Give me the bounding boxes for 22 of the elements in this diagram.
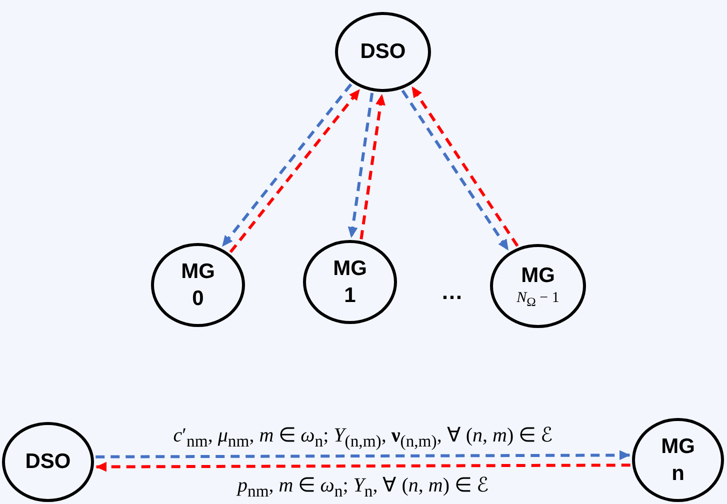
dashed-arrow (401, 90, 510, 252)
dashed-arrow (360, 94, 386, 240)
dashed-arrow (410, 86, 519, 247)
node-label: MG 0 (180, 258, 216, 312)
node-ellipse (151, 243, 245, 327)
node-label: MG n (660, 434, 696, 487)
node-ellipse (2, 422, 94, 502)
ellipsis-label: … (441, 279, 463, 305)
node-label: DSO (25, 449, 71, 476)
node-ellipse (632, 418, 724, 502)
node-ellipse (490, 244, 586, 328)
node-label: DSO (360, 39, 406, 66)
node-subscript-label: N$_{Ω}$ − 1 (516, 290, 560, 310)
node-ellipse (303, 240, 397, 324)
dashed-arrow (229, 88, 362, 254)
dashed-arrow (348, 92, 374, 238)
node-ellipse (335, 12, 431, 92)
node-label: MG 1 (332, 256, 368, 309)
dashed-arrow (220, 83, 352, 248)
dashed-arrow (96, 450, 630, 460)
node-label: MG (521, 263, 555, 290)
dashed-arrow (96, 462, 630, 472)
